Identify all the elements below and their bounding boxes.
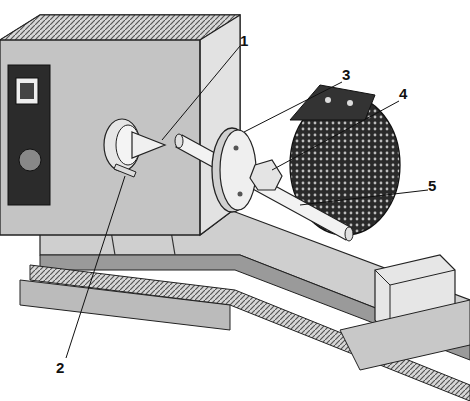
callout-number: 1 (240, 33, 248, 48)
leader-lines (66, 46, 428, 358)
callout-number: 4 (399, 86, 407, 101)
callout-number: 5 (428, 178, 436, 193)
callout-number: 3 (342, 67, 350, 82)
callout-number: 2 (56, 360, 64, 375)
